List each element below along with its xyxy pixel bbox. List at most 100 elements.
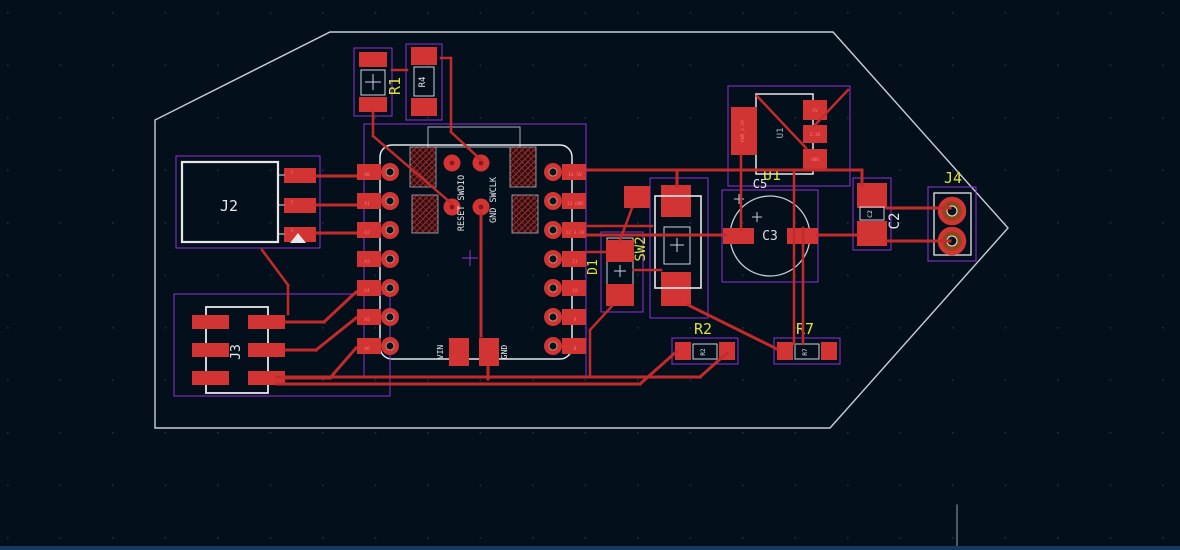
net-label[interactable]: A2 [364, 230, 370, 236]
trace[interactable] [327, 345, 359, 381]
rect[interactable] [927, 186, 977, 262]
pad[interactable] [562, 309, 586, 325]
trace[interactable] [618, 206, 634, 242]
drill[interactable] [385, 254, 395, 264]
ref-label-D1[interactable]: D1 [586, 259, 601, 275]
pad[interactable] [357, 280, 381, 296]
drill[interactable] [548, 341, 558, 351]
fab-ref[interactable]: R4 [418, 77, 428, 88]
ref-label-C3[interactable]: C3 [762, 229, 778, 244]
hatch-zone[interactable] [509, 146, 537, 188]
ref-label-SW2[interactable]: SW2 [633, 236, 649, 261]
pad[interactable] [821, 342, 837, 360]
usb-notch[interactable] [427, 126, 521, 148]
drill[interactable] [548, 254, 558, 264]
trace[interactable] [321, 289, 359, 325]
pad[interactable] [562, 338, 586, 354]
pad[interactable] [357, 164, 381, 180]
pad[interactable] [562, 164, 586, 180]
hatch-zone[interactable] [511, 194, 539, 234]
net-label[interactable]: 11 [572, 259, 578, 265]
pad[interactable] [411, 47, 437, 65]
pad[interactable] [777, 342, 793, 360]
component-J3[interactable]: J3 [173, 293, 391, 397]
cross[interactable] [614, 265, 626, 277]
net-label[interactable]: A5 [364, 317, 370, 323]
trace[interactable] [588, 304, 614, 332]
drill[interactable] [548, 283, 558, 293]
trace[interactable] [449, 130, 483, 162]
drill[interactable] [385, 312, 395, 322]
label-vin[interactable]: VIN [436, 345, 445, 360]
pad-number[interactable]: 2 [291, 200, 294, 206]
pad[interactable] [803, 100, 827, 120]
trace[interactable] [371, 134, 453, 205]
rect[interactable] [649, 177, 709, 319]
drill[interactable] [385, 167, 395, 177]
pad[interactable] [357, 251, 381, 267]
trace[interactable] [697, 350, 730, 380]
rect[interactable] [794, 343, 820, 360]
component-R4[interactable]: R4 [405, 43, 443, 121]
pad-gnd2[interactable] [479, 338, 499, 366]
rect[interactable] [859, 206, 885, 221]
pad[interactable] [661, 185, 691, 217]
fab-ref[interactable]: R7 [802, 348, 809, 356]
ref-label-R1[interactable]: R1 [386, 77, 404, 95]
board-outline[interactable] [154, 31, 1009, 429]
net-label[interactable]: PWR_3.3V [740, 120, 746, 142]
ref-label-J2[interactable]: J2 [220, 197, 238, 215]
rect[interactable] [413, 66, 435, 97]
trace[interactable] [260, 248, 290, 287]
cross[interactable] [365, 74, 381, 90]
net-label[interactable]: 14 5V [568, 172, 582, 178]
rect[interactable] [671, 337, 739, 365]
cross[interactable] [734, 194, 744, 204]
hatch-zone[interactable] [411, 194, 439, 234]
trace[interactable] [637, 349, 679, 387]
ref-label-R7[interactable]: R7 [796, 320, 814, 338]
pad[interactable] [248, 371, 285, 385]
pad[interactable] [803, 149, 827, 169]
net-label[interactable]: A3 [364, 259, 370, 265]
pad[interactable] [357, 193, 381, 209]
fab-ref[interactable]: U1 [776, 128, 786, 139]
pad[interactable] [248, 315, 285, 329]
net-label[interactable]: 9 [574, 317, 577, 323]
net-label[interactable]: A6 [364, 346, 370, 352]
pad[interactable] [803, 125, 827, 143]
label-gnd[interactable]: GND [500, 345, 509, 360]
pad[interactable] [284, 227, 316, 242]
drill[interactable] [548, 167, 558, 177]
circle[interactable] [478, 160, 484, 166]
pad[interactable] [192, 315, 229, 329]
net-label[interactable]: A0 [364, 172, 370, 178]
pad[interactable] [606, 240, 634, 262]
hatch-zone[interactable] [409, 146, 437, 188]
pad[interactable] [248, 343, 285, 357]
copper-traces[interactable] [260, 56, 952, 387]
circle[interactable] [478, 204, 484, 210]
rect[interactable] [727, 85, 851, 187]
pad[interactable] [624, 186, 650, 208]
net-label[interactable]: 5V [812, 108, 818, 114]
anchor-cross[interactable] [462, 250, 478, 266]
trace[interactable] [313, 315, 359, 353]
net-label[interactable]: GND [811, 157, 819, 163]
net-label[interactable]: 10 [572, 288, 578, 294]
trace[interactable] [685, 302, 780, 352]
pad[interactable] [562, 222, 586, 238]
pad[interactable] [192, 343, 229, 357]
rect[interactable] [663, 226, 691, 265]
pad[interactable] [357, 309, 381, 325]
cross[interactable] [670, 238, 684, 252]
component-R1[interactable]: R1 [353, 47, 404, 117]
pad[interactable] [284, 198, 316, 213]
fab-ref[interactable]: R2 [700, 348, 707, 356]
net-label[interactable]: 13 GND [567, 201, 584, 207]
